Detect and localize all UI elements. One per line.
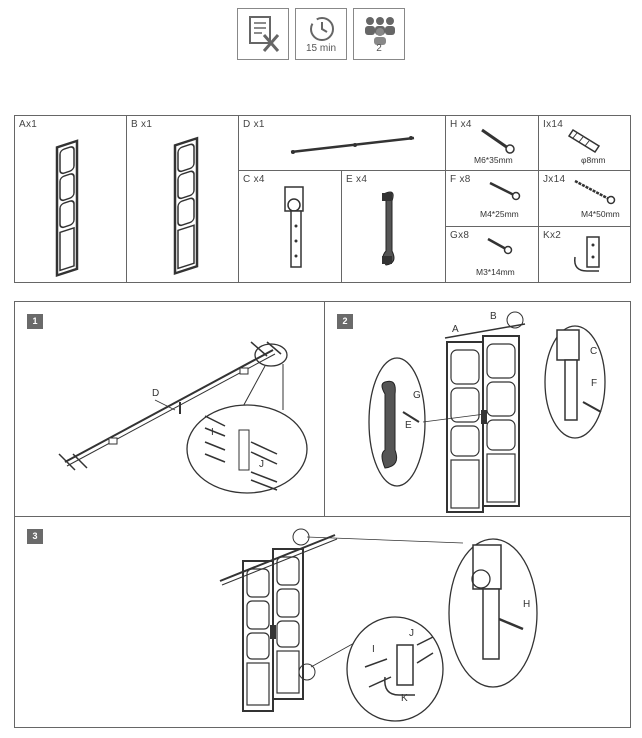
part-a-label: Ax1 [19,119,38,130]
step-1-panel: 1 D I J [14,301,325,517]
part-e-cell: E x4 [341,170,446,283]
step-2-callout-c: C [590,346,598,357]
floor-guide-icon [574,236,600,272]
part-f-spec: M4*25mm [480,209,519,219]
part-g-label: Gx8 [450,230,470,241]
document-tools-icon [249,16,280,52]
step-2-callout-g: G [413,390,421,401]
part-i-cell: Ix14 φ8mm [538,115,631,171]
step-3-number: 3 [27,529,43,544]
part-k-cell: Kx2 [538,226,631,283]
part-a-cell: Ax1 [14,115,127,283]
step-3-illustration [219,528,538,722]
step-2-callout-f: F [591,378,598,389]
bolt-h-icon [481,128,515,154]
step-3-callout-k: K [401,693,408,704]
part-i-spec: φ8mm [581,155,606,165]
part-g-cell: Gx8 M3*14mm [445,226,539,283]
time-label: 15 min [305,43,336,54]
people-label: 2 [376,43,382,54]
part-c-label: C x4 [243,174,265,185]
step-1-number: 1 [27,314,43,329]
part-b-label: B x1 [131,119,153,130]
screw-j-icon [574,179,616,205]
step-3-callout-i: I [372,644,375,655]
part-h-label: H x4 [450,119,472,130]
part-f-label: F x8 [450,174,471,185]
part-j-spec: M4*50mm [581,209,620,219]
step-2-callout-b: B [490,311,497,322]
part-i-label: Ix14 [543,119,564,130]
part-h-spec: M6*35mm [474,155,513,165]
part-g-spec: M3*14mm [476,267,515,277]
step-3-callout-h: H [523,599,531,610]
screw-f-icon [489,181,521,201]
clock-icon [310,17,334,41]
part-d-cell: D x1 [238,115,446,171]
part-j-cell: Jx14 M4*50mm [538,170,631,227]
step-3-callout-j: J [409,628,414,639]
people-badge: 2 [353,8,405,60]
instructions-tools-badge [237,8,289,60]
part-d-label: D x1 [243,119,265,130]
step-1-illustration [58,341,308,494]
door-panel-a-icon [55,139,79,278]
track-rail-icon [290,136,415,154]
wall-anchor-icon [567,128,601,154]
part-e-label: E x4 [346,174,368,185]
part-j-label: Jx14 [543,174,566,185]
step-3-panel: 3 H I J K [14,516,631,728]
door-handle-icon [382,191,395,266]
step-1-callout-i: I [211,427,214,438]
step-2-panel: 2 A B C F G E [324,301,631,517]
part-c-cell: C x4 [238,170,342,283]
part-f-cell: F x8 M4*25mm [445,170,539,227]
step-2-illustration [368,311,606,513]
hanger-bracket-icon [284,186,304,268]
part-h-cell: H x4 M6*35mm [445,115,539,171]
step-2-callout-a: A [452,324,459,335]
screw-g-icon [487,237,513,255]
step-2-callout-e: E [405,420,412,431]
time-badge: 15 min [295,8,347,60]
people-icon [365,17,395,45]
door-panel-b-icon [173,136,199,276]
part-k-label: Kx2 [543,230,562,241]
part-b-cell: B x1 [126,115,239,283]
step-2-number: 2 [337,314,353,329]
step-1-callout-d: D [152,388,160,399]
step-1-callout-j: J [259,459,264,470]
